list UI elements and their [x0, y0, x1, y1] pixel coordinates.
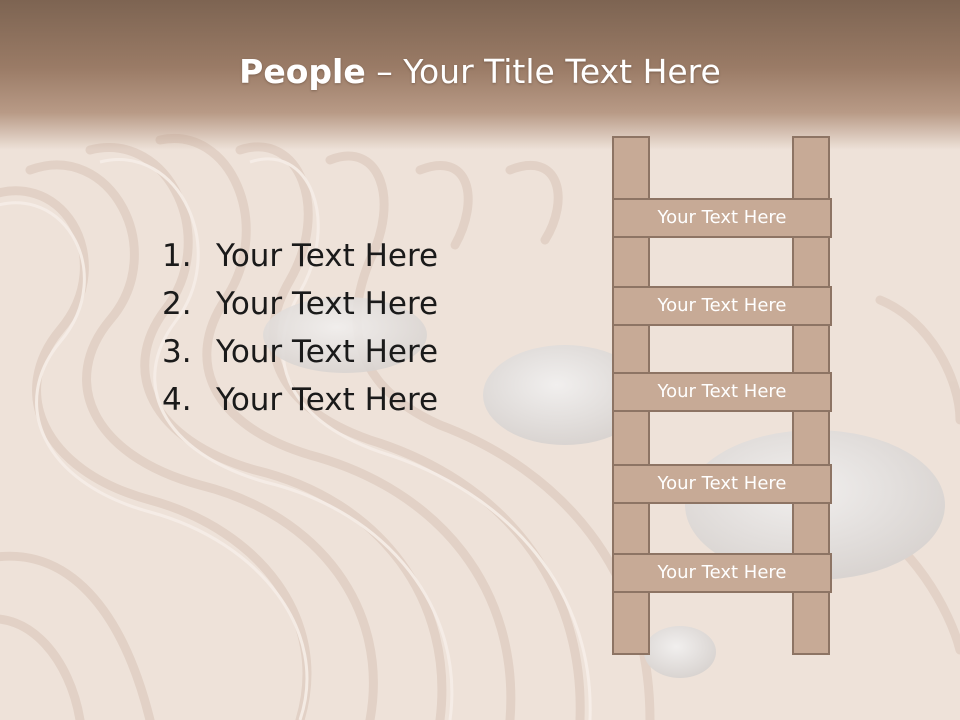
title-text: Your Title Text Here	[403, 52, 721, 91]
bullet-item: 1. Your Text Here	[162, 234, 438, 282]
slide-title: People – Your Title Text Here	[0, 52, 960, 91]
bullet-item: 2. Your Text Here	[162, 282, 438, 330]
bullet-text: Your Text Here	[216, 334, 439, 370]
bullet-item: 4. Your Text Here	[162, 378, 438, 426]
title-dash: –	[365, 52, 404, 91]
title-bar	[0, 0, 960, 150]
ladder-rung: Your Text Here	[612, 198, 832, 238]
ladder-rung: Your Text Here	[612, 553, 832, 593]
ladder-rung: Your Text Here	[612, 464, 832, 504]
bullet-number: 2.	[162, 286, 192, 322]
bullet-text: Your Text Here	[216, 238, 439, 274]
bullet-list: 1. Your Text Here 2. Your Text Here 3. Your…	[162, 234, 438, 426]
title-bold: People	[239, 52, 366, 91]
bullet-number: 1.	[162, 238, 192, 274]
bullet-item: 3. Your Text Here	[162, 330, 438, 378]
bullet-text: Your Text Here	[216, 286, 439, 322]
bullet-number: 3.	[162, 334, 192, 370]
ladder-rung: Your Text Here	[612, 372, 832, 412]
ladder-rung: Your Text Here	[612, 286, 832, 326]
bullet-text: Your Text Here	[216, 382, 439, 418]
bullet-number: 4.	[162, 382, 192, 418]
